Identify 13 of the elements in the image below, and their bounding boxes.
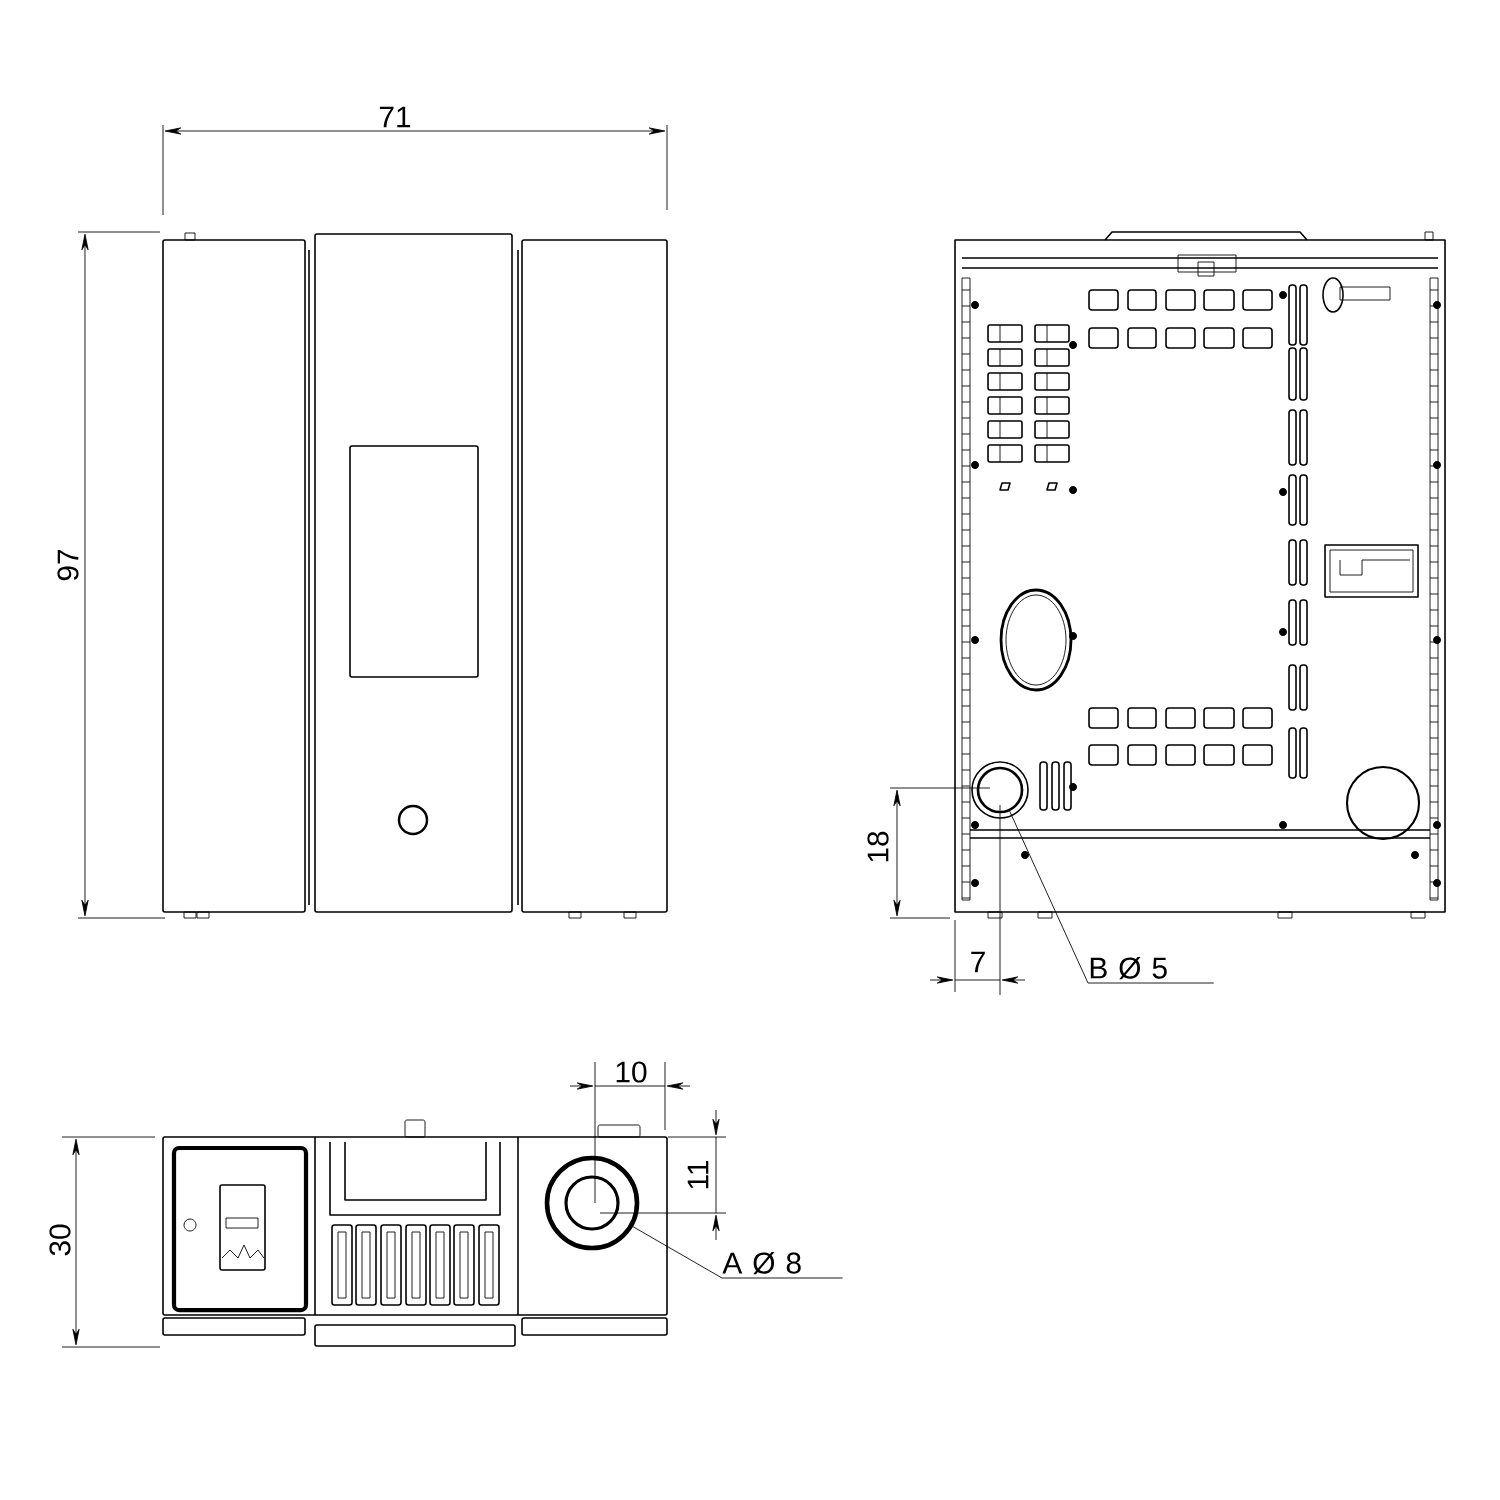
leader-line bbox=[632, 1226, 844, 1279]
callout-text: A Ø 8 bbox=[722, 1252, 801, 1275]
leader-line bbox=[1009, 810, 1215, 984]
pipe-outlet bbox=[544, 1155, 640, 1251]
dimension-label: 10 bbox=[616, 1061, 647, 1083]
dimension-label: 11 bbox=[687, 1160, 709, 1189]
callout-text: B Ø 5 bbox=[1090, 957, 1167, 980]
dimension-label: 71 bbox=[379, 106, 411, 128]
dimension-label: 30 bbox=[49, 1224, 71, 1256]
pipe-outlet bbox=[976, 766, 1024, 814]
dimension-label: 18 bbox=[867, 831, 889, 862]
dimension-label: 7 bbox=[971, 951, 985, 973]
dimension-label: 97 bbox=[57, 549, 79, 581]
